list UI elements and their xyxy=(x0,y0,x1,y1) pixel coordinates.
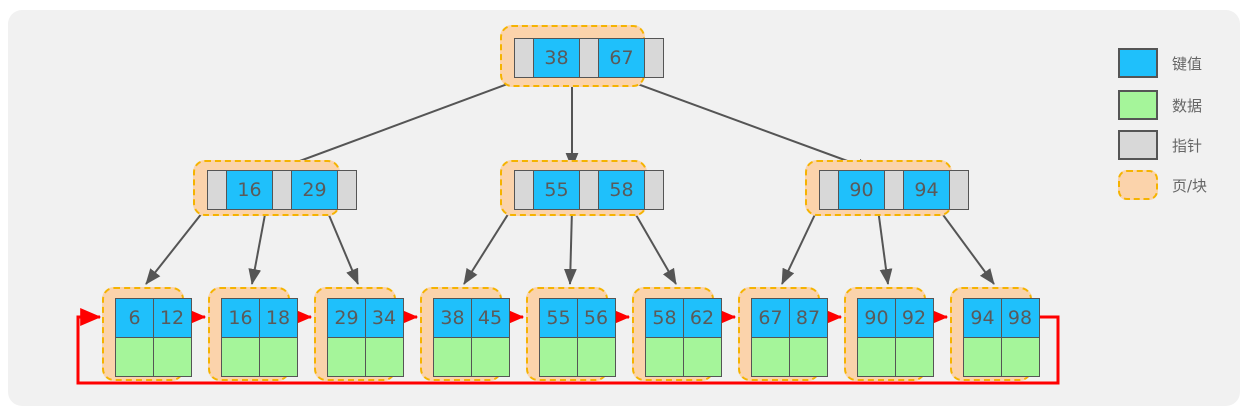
internal-2-key-1[interactable]: 94 xyxy=(902,170,951,210)
legend-swatch-pointer-icon xyxy=(1118,130,1158,160)
leaf-3-key-0[interactable]: 38 xyxy=(433,298,472,338)
leaf-node-page-1[interactable]: 16 18 xyxy=(208,287,298,381)
leaf-node-page-7[interactable]: 90 92 xyxy=(844,287,934,381)
leaf-8-data-0[interactable] xyxy=(963,337,1002,377)
leaf-1-data-1[interactable] xyxy=(258,337,298,377)
leaf-6-data-1[interactable] xyxy=(788,337,828,377)
leaf-6-key-0[interactable]: 67 xyxy=(751,298,790,338)
leaf-5-data-1[interactable] xyxy=(682,337,722,377)
internal-node-page-0[interactable]: 16 29 xyxy=(193,160,357,216)
internal-2-pointer-0[interactable] xyxy=(819,170,839,210)
leaf-5-data-0[interactable] xyxy=(645,337,684,377)
internal-0-pointer-2[interactable] xyxy=(337,170,357,210)
leaf-5-key-0[interactable]: 58 xyxy=(645,298,684,338)
leaf-1-key-0[interactable]: 16 xyxy=(221,298,260,338)
legend-label-page: 页/块 xyxy=(1172,176,1208,195)
legend-swatch-data-icon xyxy=(1118,90,1158,120)
internal-2-key-0[interactable]: 90 xyxy=(837,170,886,210)
leaf-4-data-0[interactable] xyxy=(539,337,578,377)
leaf-7-data-0[interactable] xyxy=(857,337,896,377)
root-pointer-1[interactable] xyxy=(579,38,599,78)
root-key-1[interactable]: 67 xyxy=(597,38,646,78)
root-pointer-0[interactable] xyxy=(514,38,534,78)
internal-1-pointer-2[interactable] xyxy=(644,170,664,210)
root-node-page[interactable]: 38 67 xyxy=(500,25,664,87)
leaf-node-page-6[interactable]: 67 87 xyxy=(738,287,828,381)
legend-item-page: 页/块 xyxy=(1118,170,1207,200)
legend-label-data: 数据 xyxy=(1172,96,1203,115)
root-key-0[interactable]: 38 xyxy=(532,38,581,78)
internal-1-pointer-1[interactable] xyxy=(579,170,599,210)
leaf-0-key-0[interactable]: 6 xyxy=(115,298,154,338)
legend-label-pointer: 指针 xyxy=(1172,136,1203,155)
leaf-2-key-1[interactable]: 34 xyxy=(364,298,404,338)
leaf-7-key-1[interactable]: 92 xyxy=(894,298,934,338)
internal-2-pointer-2[interactable] xyxy=(949,170,969,210)
leaf-4-key-0[interactable]: 55 xyxy=(539,298,578,338)
leaf-7-key-0[interactable]: 90 xyxy=(857,298,896,338)
root-pointer-2[interactable] xyxy=(644,38,664,78)
internal-0-key-0[interactable]: 16 xyxy=(225,170,274,210)
legend-swatch-page-icon xyxy=(1118,170,1158,200)
leaf-node-page-2[interactable]: 29 34 xyxy=(314,287,404,381)
leaf-3-data-1[interactable] xyxy=(470,337,510,377)
legend-swatch-key-icon xyxy=(1118,48,1158,78)
leaf-4-key-1[interactable]: 56 xyxy=(576,298,616,338)
leaf-1-data-0[interactable] xyxy=(221,337,260,377)
internal-1-pointer-0[interactable] xyxy=(514,170,534,210)
internal-0-pointer-1[interactable] xyxy=(272,170,292,210)
leaf-7-data-1[interactable] xyxy=(894,337,934,377)
legend-label-key: 键值 xyxy=(1172,54,1203,73)
leaf-node-page-4[interactable]: 55 56 xyxy=(526,287,616,381)
internal-0-pointer-0[interactable] xyxy=(207,170,227,210)
internal-1-key-1[interactable]: 58 xyxy=(597,170,646,210)
leaf-2-data-0[interactable] xyxy=(327,337,366,377)
leaf-node-page-5[interactable]: 58 62 xyxy=(632,287,722,381)
leaf-6-data-0[interactable] xyxy=(751,337,790,377)
internal-0-key-1[interactable]: 29 xyxy=(290,170,339,210)
legend-item-key: 键值 xyxy=(1118,48,1202,78)
internal-node-page-2[interactable]: 90 94 xyxy=(805,160,969,216)
leaf-4-data-1[interactable] xyxy=(576,337,616,377)
leaf-5-key-1[interactable]: 62 xyxy=(682,298,722,338)
internal-node-page-1[interactable]: 55 58 xyxy=(500,160,664,216)
legend-item-data: 数据 xyxy=(1118,90,1202,120)
leaf-1-key-1[interactable]: 18 xyxy=(258,298,298,338)
leaf-8-key-1[interactable]: 98 xyxy=(1000,298,1040,338)
leaf-2-key-0[interactable]: 29 xyxy=(327,298,366,338)
internal-1-key-0[interactable]: 55 xyxy=(532,170,581,210)
leaf-node-page-3[interactable]: 38 45 xyxy=(420,287,510,381)
leaf-0-key-1[interactable]: 12 xyxy=(152,298,192,338)
leaf-8-data-1[interactable] xyxy=(1000,337,1040,377)
leaf-6-key-1[interactable]: 87 xyxy=(788,298,828,338)
leaf-8-key-0[interactable]: 94 xyxy=(963,298,1002,338)
leaf-0-data-1[interactable] xyxy=(152,337,192,377)
leaf-node-page-8[interactable]: 94 98 xyxy=(950,287,1040,381)
leaf-3-data-0[interactable] xyxy=(433,337,472,377)
legend-item-pointer: 指针 xyxy=(1118,130,1202,160)
internal-2-pointer-1[interactable] xyxy=(884,170,904,210)
leaf-node-page-0[interactable]: 6 12 xyxy=(102,287,192,381)
leaf-2-data-1[interactable] xyxy=(364,337,404,377)
leaf-3-key-1[interactable]: 45 xyxy=(470,298,510,338)
leaf-0-data-0[interactable] xyxy=(115,337,154,377)
